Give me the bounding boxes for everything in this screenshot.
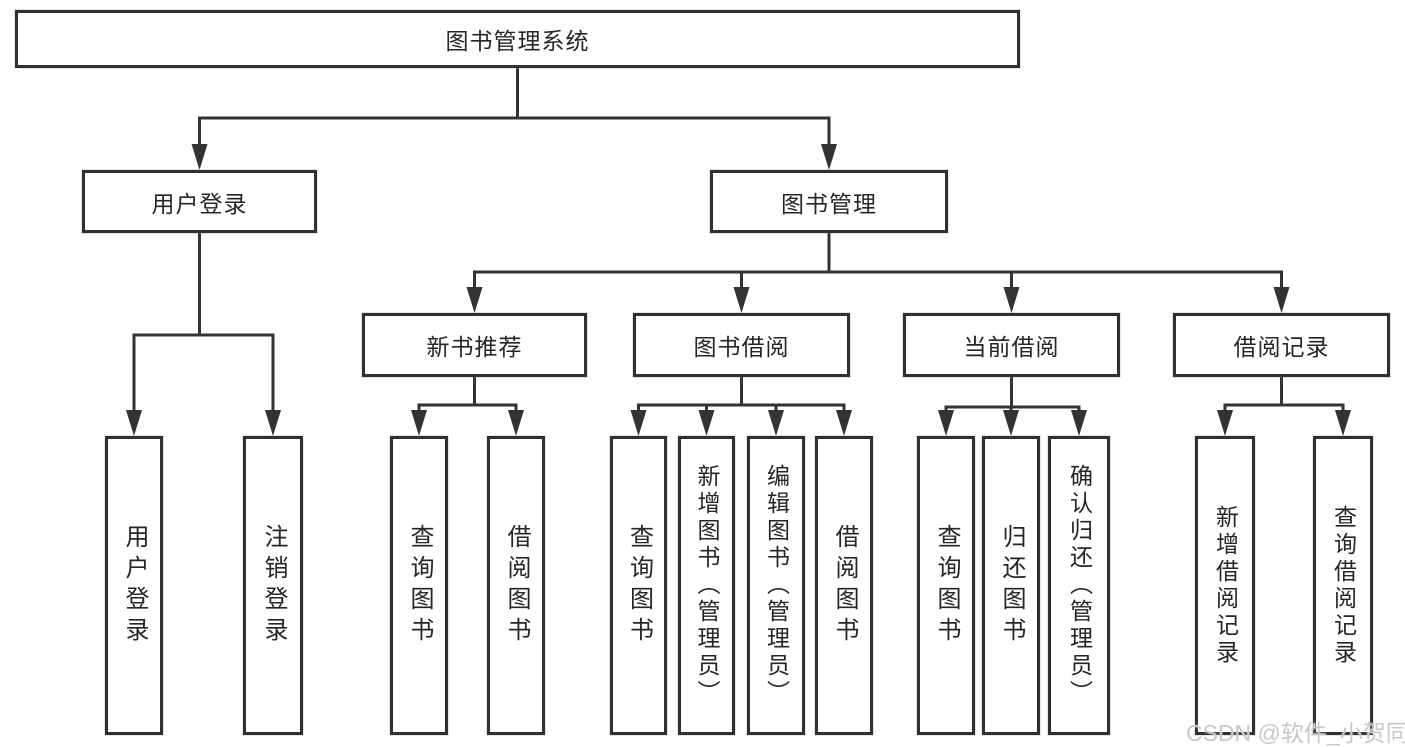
arrowhead-icon — [938, 410, 954, 436]
arrowhead-icon — [265, 410, 281, 436]
node-label: 归还图书 — [998, 523, 1025, 648]
node-label: 查询借阅记录 — [1330, 504, 1357, 667]
node-label: 借阅图书 — [503, 523, 530, 648]
arrowhead-icon — [411, 410, 427, 436]
diagram-node-l_login: 用户登录 — [105, 436, 163, 735]
node-label: 图书管理 — [781, 190, 877, 217]
node-label: 当前借阅 — [963, 334, 1060, 360]
node-label: 新增借阅记录 — [1212, 504, 1239, 667]
node-label: 用户登录 — [121, 523, 148, 648]
diagram-node-rd_add: 新增借阅记录 — [1195, 436, 1255, 735]
diagram-node-mgmt: 图书管理 — [710, 170, 948, 233]
diagram-node-borrow: 图书借阅 — [633, 313, 850, 377]
diagram-node-current: 当前借阅 — [903, 313, 1120, 377]
node-label: 注销登录 — [260, 523, 287, 648]
arrowhead-icon — [126, 410, 142, 436]
diagram-node-records: 借阅记录 — [1173, 313, 1390, 377]
diagram-node-b_query: 查询图书 — [610, 436, 667, 735]
diagram-node-root: 图书管理系统 — [15, 10, 1020, 68]
node-label: 查询图书 — [933, 523, 960, 648]
arrowhead-icon — [821, 144, 837, 170]
node-label: 新增图书（管理员） — [694, 464, 720, 707]
node-label: 用户登录 — [151, 190, 248, 217]
diagram-node-b_borrow: 借阅图书 — [815, 436, 873, 735]
node-label: 新书推荐 — [426, 334, 523, 360]
arrowhead-icon — [733, 287, 750, 313]
node-label: 确认归还（管理员） — [1066, 464, 1093, 707]
node-label: 借阅记录 — [1233, 334, 1330, 360]
node-label: 查询图书 — [406, 523, 433, 648]
arrowhead-icon — [1071, 410, 1087, 436]
diagram-node-rd_query: 查询借阅记录 — [1313, 436, 1373, 735]
node-label: 图书管理系统 — [445, 28, 590, 54]
arrowhead-icon — [1217, 410, 1233, 436]
arrowhead-icon — [768, 410, 784, 436]
arrowhead-icon — [1003, 410, 1019, 436]
arrowhead-icon — [630, 410, 647, 436]
arrowhead-icon — [836, 410, 852, 436]
arrowhead-icon — [191, 144, 208, 170]
diagram-node-c_return: 归还图书 — [982, 436, 1040, 735]
diagram-node-r_borrow: 借阅图书 — [487, 436, 545, 735]
arrowhead-icon — [1335, 410, 1351, 436]
arrowhead-icon — [1273, 287, 1290, 313]
diagram-node-b_edit: 编辑图书（管理员） — [747, 436, 805, 735]
diagram-node-login: 用户登录 — [82, 170, 317, 233]
diagram-node-c_query: 查询图书 — [917, 436, 975, 735]
diagram-node-r_query: 查询图书 — [390, 436, 448, 735]
diagram-node-l_logout: 注销登录 — [243, 436, 303, 735]
arrowhead-icon — [1003, 287, 1020, 313]
node-label: 编辑图书（管理员） — [763, 464, 790, 707]
node-label: 查询图书 — [625, 523, 653, 648]
arrowhead-icon — [698, 410, 715, 436]
diagram-node-rec: 新书推荐 — [362, 313, 587, 377]
arrowhead-icon — [508, 410, 524, 436]
node-label: 借阅图书 — [831, 523, 858, 648]
arrowhead-icon — [466, 287, 483, 313]
node-label: 图书借阅 — [693, 334, 790, 360]
diagram-node-c_confirm: 确认归还（管理员） — [1048, 436, 1110, 735]
watermark: CSDN @软件_小贺同学 — [1186, 720, 1405, 746]
diagram-node-b_add: 新增图书（管理员） — [678, 436, 735, 735]
